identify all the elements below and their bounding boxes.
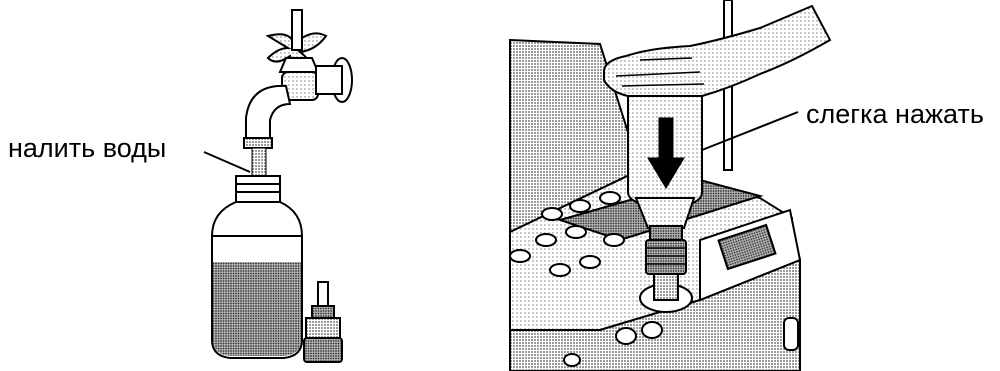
pour-water-label: налить воды — [8, 133, 167, 163]
bottle-icon — [211, 175, 303, 359]
press-lightly-leader — [701, 111, 799, 151]
faucet-icon — [243, 9, 353, 149]
pour-water-leader — [203, 151, 251, 173]
arrow-down-icon — [647, 117, 685, 189]
press-lightly-label: слегка нажать — [806, 99, 984, 129]
nozzle-icon — [303, 281, 343, 363]
hand-icon — [603, 4, 832, 97]
